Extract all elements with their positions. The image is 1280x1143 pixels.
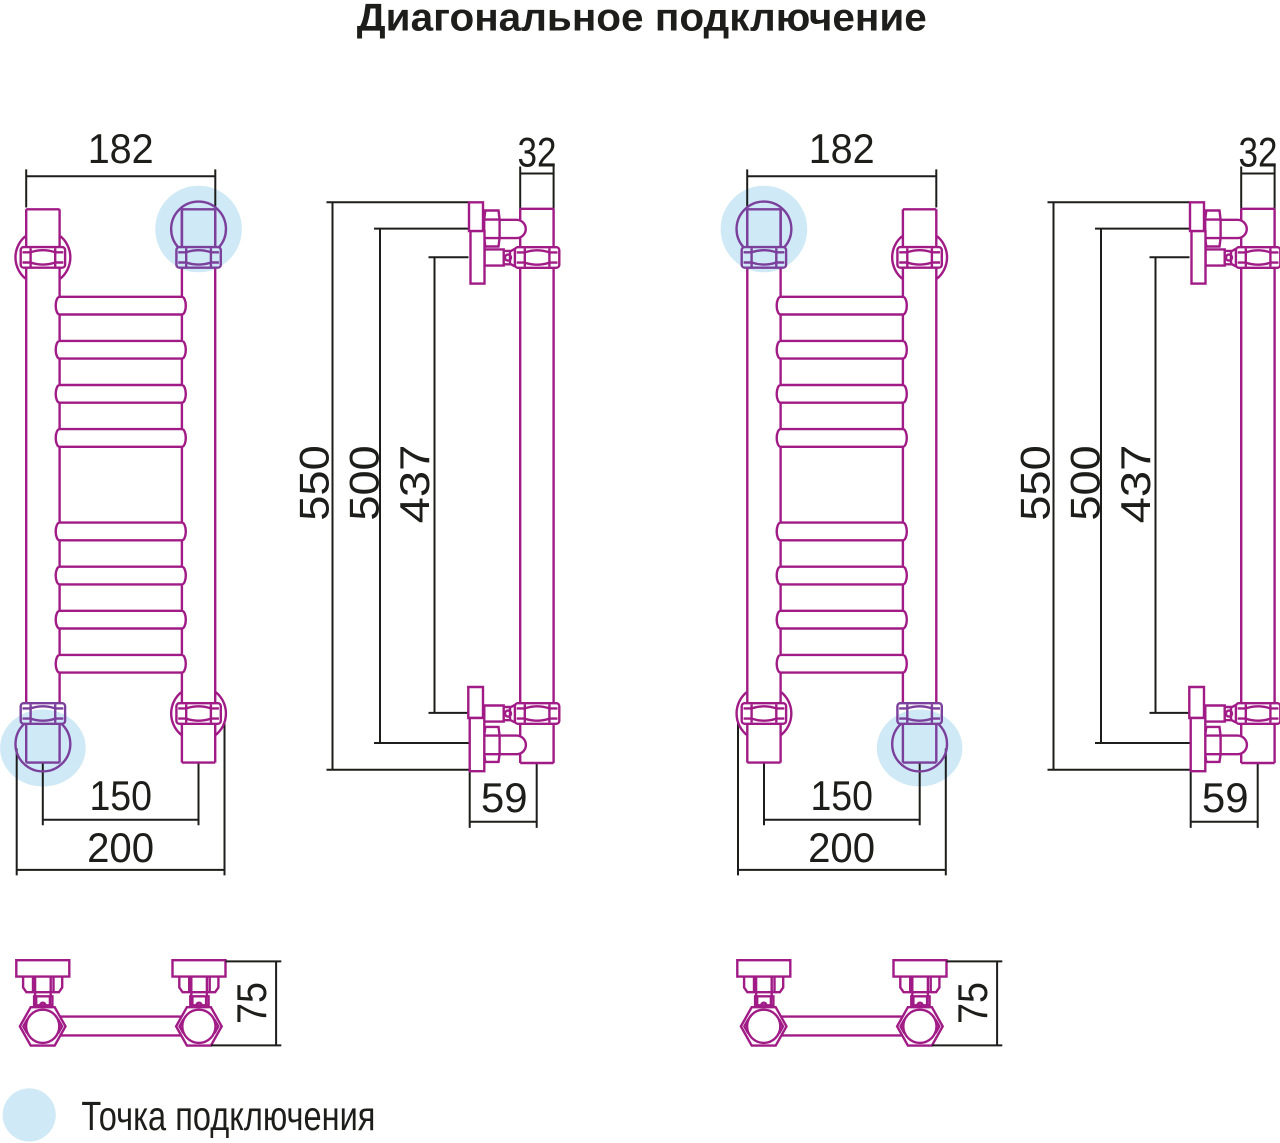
svg-text:150: 150 [89, 772, 152, 819]
svg-text:150: 150 [810, 772, 873, 819]
svg-text:75: 75 [228, 982, 275, 1024]
svg-text:500: 500 [340, 445, 387, 520]
svg-text:437: 437 [1112, 445, 1159, 524]
svg-text:200: 200 [808, 824, 875, 871]
svg-text:32: 32 [1239, 129, 1278, 176]
svg-text:550: 550 [291, 445, 338, 521]
svg-text:500: 500 [1061, 445, 1108, 520]
svg-text:182: 182 [809, 125, 875, 172]
svg-text:437: 437 [391, 445, 438, 524]
svg-text:32: 32 [518, 129, 557, 176]
svg-text:550: 550 [1012, 445, 1059, 521]
svg-text:75: 75 [949, 982, 996, 1024]
svg-text:Диагональное подключение: Диагональное подключение [357, 0, 927, 40]
svg-text:182: 182 [88, 125, 154, 172]
svg-text:59: 59 [481, 774, 528, 821]
svg-text:Точка подключения: Точка подключения [81, 1093, 375, 1139]
svg-text:200: 200 [87, 824, 154, 871]
svg-text:59: 59 [1202, 774, 1249, 821]
